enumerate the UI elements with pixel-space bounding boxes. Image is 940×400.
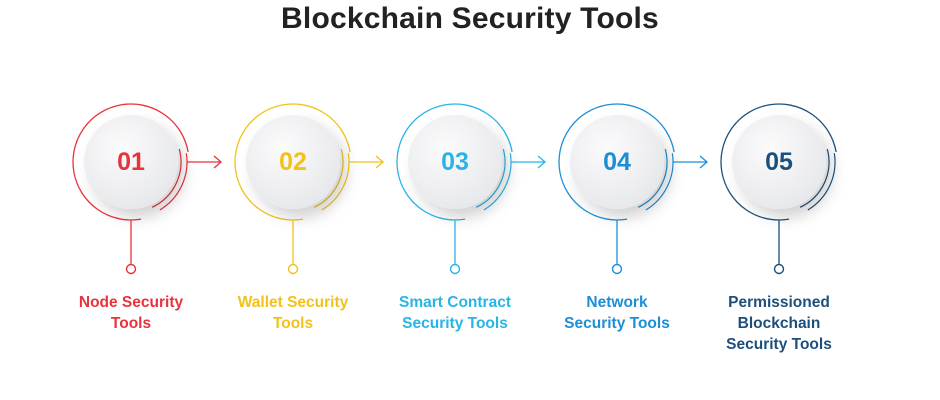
step-accent-arc: [151, 148, 182, 208]
step-number: 05: [765, 148, 793, 176]
step-ring: [720, 103, 837, 221]
arrow-right-icon: [213, 155, 222, 169]
step-label: Smart Contract Security Tools: [399, 294, 511, 332]
step-disc: [732, 115, 826, 209]
step-label: Permissioned Blockchain Security Tools: [726, 294, 832, 353]
step-accent-arc: [645, 153, 674, 211]
arrow-right-icon: [537, 155, 546, 169]
step-disc: [570, 115, 664, 209]
step-accent-arc: [313, 148, 344, 208]
step-label: Network Security Tools: [564, 294, 670, 332]
step-dot: [773, 263, 785, 275]
arrow-right-icon: [699, 155, 708, 169]
step-disc: [246, 115, 340, 209]
step-ring: [234, 103, 351, 221]
step-dot: [449, 263, 461, 275]
step-accent-arc: [807, 153, 836, 211]
step-accent-arc: [321, 153, 350, 211]
step-number: 01: [117, 148, 145, 176]
step-accent-arc: [159, 153, 188, 211]
step-disc: [408, 115, 502, 209]
step-number: 04: [603, 148, 631, 176]
step-number: 02: [279, 148, 307, 176]
step-5: [720, 103, 837, 275]
step-1: [72, 103, 222, 275]
step-accent-arc: [483, 153, 512, 211]
step-label: Node Security Tools: [78, 294, 184, 332]
step-ring: [558, 103, 675, 221]
page-title: Blockchain Security Tools: [281, 2, 659, 35]
step-4: [558, 103, 708, 275]
step-dot: [611, 263, 623, 275]
step-accent-arc: [799, 148, 830, 208]
step-ring: [72, 103, 189, 221]
step-number: 03: [441, 148, 469, 176]
arrow-right-icon: [375, 155, 384, 169]
step-label: Wallet Security Tools: [237, 294, 349, 332]
step-accent-arc: [475, 148, 506, 208]
step-disc: [84, 115, 178, 209]
step-ring: [396, 103, 513, 221]
step-3: [396, 103, 546, 275]
step-dot: [125, 263, 137, 275]
step-accent-arc: [637, 148, 668, 208]
step-dot: [287, 263, 299, 275]
step-2: [234, 103, 384, 275]
